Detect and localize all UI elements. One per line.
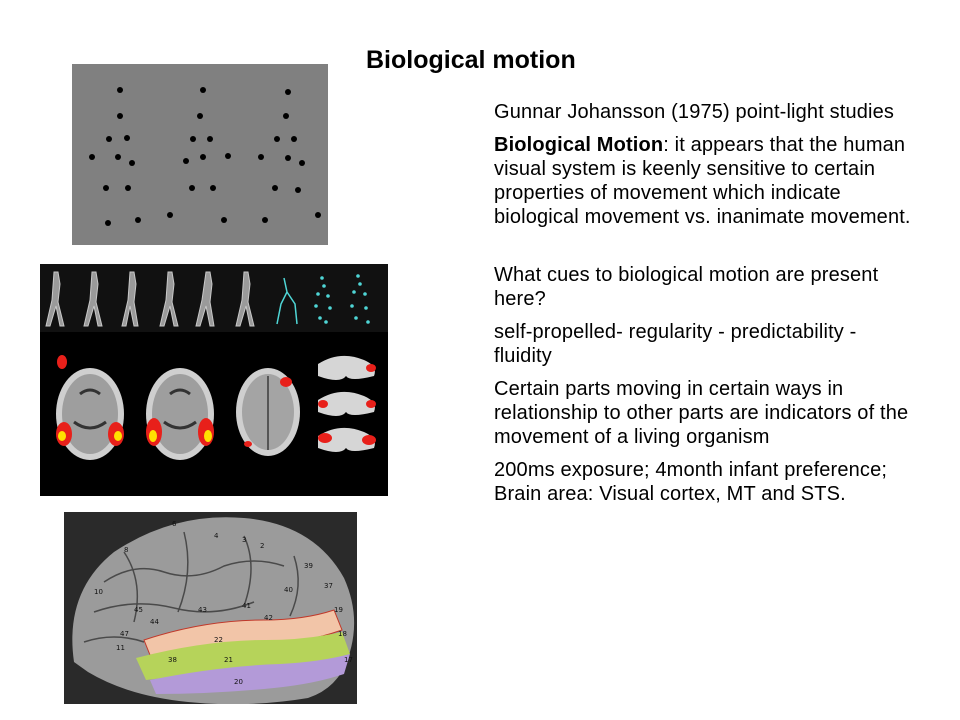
brain-label: 38 [168, 656, 177, 664]
brain-label: 47 [120, 630, 129, 638]
brain-label: 2 [260, 542, 264, 550]
brain-label: 17 [344, 656, 353, 664]
paragraph-findings: 200ms exposure; 4month infant preference… [494, 459, 888, 505]
brain-label: 45 [134, 606, 143, 614]
paragraph-cues: self-propelled- regularity - predictabil… [494, 321, 857, 367]
brain-label: 44 [150, 618, 159, 626]
paragraph-question: What cues to biological motion are prese… [494, 264, 879, 310]
brain-label: 6 [172, 520, 177, 528]
slide-title: Biological motion [366, 46, 576, 74]
point-light-walker-image [72, 64, 328, 245]
brain-label: 21 [224, 656, 233, 664]
brain-label: 43 [198, 606, 207, 614]
brain-label: 39 [304, 562, 313, 570]
brain-label: 41 [242, 602, 251, 610]
paragraph-johansson: Gunnar Johansson (1975) point-light stud… [494, 101, 895, 123]
brain-label: 40 [284, 586, 293, 594]
brain-label: 11 [116, 644, 125, 652]
fmri-activation-image [40, 264, 388, 496]
brain-label: 18 [338, 630, 347, 638]
brain-label: 19 [334, 606, 343, 614]
brain-label: 42 [264, 614, 273, 622]
brain-label: 4 [214, 532, 219, 540]
brain-label: 10 [94, 588, 103, 596]
body-text: Gunnar Johansson (1975) point-light stud… [494, 100, 912, 515]
brain-label: 37 [324, 582, 333, 590]
paragraph-parts: Certain parts moving in certain ways in … [494, 378, 909, 448]
brain-label: 3 [242, 536, 246, 544]
brain-label: 22 [214, 636, 223, 644]
brain-label: 8 [124, 546, 128, 554]
definition-text: : it appears that the human visual syste… [494, 134, 911, 228]
lateral-brain-image: 6 8 4 3 2 39 37 19 18 10 45 44 47 11 38 … [64, 512, 357, 704]
brain-label: 20 [234, 678, 243, 686]
term-biological-motion: Biological Motion [494, 134, 664, 156]
paragraph-definition: Biological Motion: it appears that the h… [494, 133, 912, 229]
